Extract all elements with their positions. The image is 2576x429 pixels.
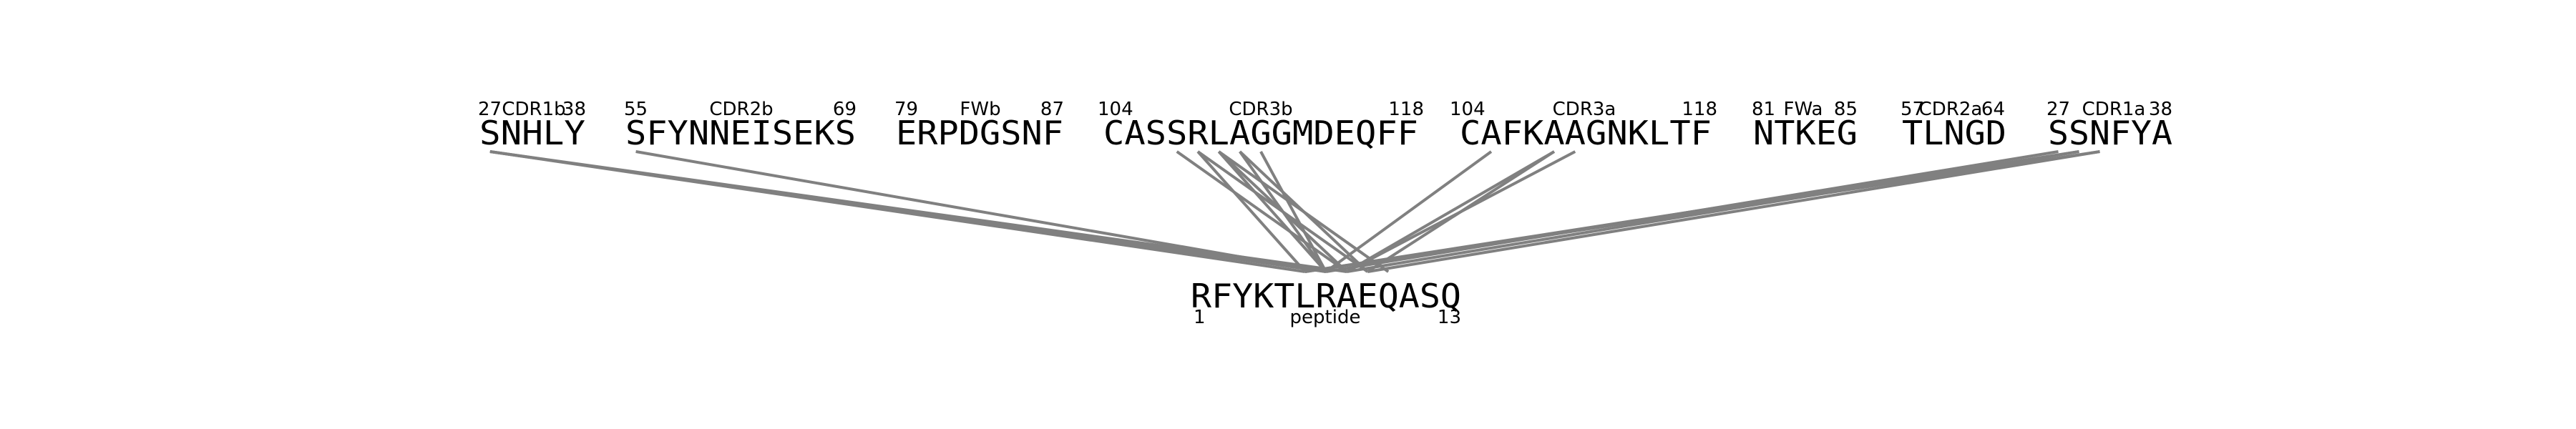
- segment-sequence: NTKEG: [1753, 114, 1858, 152]
- segment-name-label: CDR1a: [2082, 99, 2146, 120]
- segment-name-label: FWb: [960, 99, 1000, 120]
- contact-line-cdr2b-3: [635, 150, 1327, 273]
- segment-start-label: 81: [1752, 99, 1775, 120]
- segment-start-label: 104: [1098, 99, 1133, 120]
- contact-line-cdr3b-5: [1196, 150, 1307, 273]
- contact-line-cdr1a-19: [1346, 150, 2079, 273]
- contact-line-cdr1a-21: [1367, 150, 2100, 273]
- contact-lines: [489, 150, 2100, 273]
- peptide-sequence: RFYKTLRAEQASQ: [1191, 277, 1461, 315]
- peptide-end-label: 13: [1438, 307, 1461, 328]
- contact-line-cdr1a-20: [1304, 150, 2100, 273]
- segment-cdr3a: 104 CDR3a 118 CAFKAAGNKLTF: [1450, 99, 1717, 152]
- segment-fwb: 79 FWb 87 ERPDGSNF: [894, 99, 1064, 152]
- segment-end-label: 87: [1040, 99, 1064, 120]
- contact-line-cdr3b-11: [1239, 150, 1369, 273]
- segment-name-label: CDR2b: [709, 99, 773, 120]
- segment-sequence: CASSRLAGGMDEQFF: [1103, 114, 1418, 152]
- segment-start-label: 57: [1901, 99, 1924, 120]
- segment-sequence: SFYNNEISEKS: [625, 114, 856, 152]
- segment-end-label: 85: [1834, 99, 1858, 120]
- contact-line-cdr3a-16: [1346, 150, 1576, 273]
- segment-name-label: CDR3a: [1553, 99, 1616, 120]
- segment-cdr1a: 27 CDR1a 38 SSNFYA: [2046, 99, 2172, 152]
- segment-start-label: 27: [478, 99, 502, 120]
- segment-name-label: CDR3b: [1229, 99, 1292, 120]
- segment-end-label: 38: [2149, 99, 2172, 120]
- segment-start-label: 104: [1450, 99, 1485, 120]
- segment-cdr3b: 104 CDR3b 118 CASSRLAGGMDEQFF: [1098, 99, 1424, 152]
- segment-end-label: 69: [833, 99, 857, 120]
- segment-name-label: FWa: [1784, 99, 1823, 120]
- contact-line-cdr3b-7: [1217, 150, 1327, 273]
- segment-start-label: 27: [2046, 99, 2070, 120]
- segment-end-label: 118: [1682, 99, 1717, 120]
- contact-line-cdr3b-4: [1176, 150, 1348, 273]
- contact-line-cdr3a-13: [1324, 150, 1493, 273]
- segment-fwa: 81 FWa 85 NTKEG: [1752, 99, 1858, 152]
- peptide-name-label: peptide: [1290, 307, 1361, 328]
- contact-line-cdr3b-12: [1259, 151, 1327, 272]
- contact-line-cdr3b-10: [1239, 150, 1327, 273]
- segment-sequence: ERPDGSNF: [896, 114, 1063, 152]
- segment-cdr1b: 27 CDR1b 38 SNHLY: [478, 99, 586, 152]
- segment-name-label: CDR1b: [502, 99, 565, 120]
- segment-end-label: 118: [1388, 99, 1424, 120]
- segment-start-label: 79: [894, 99, 918, 120]
- segment-sequence: SNHLY: [479, 114, 585, 152]
- segment-end-label: 38: [562, 99, 586, 120]
- segment-cdr2a: 57 CDR2a 64 TLNGD: [1901, 99, 2006, 152]
- peptide: RFYKTLRAEQASQ 1 peptide 13: [1191, 277, 1461, 328]
- segment-sequence: SSNFYA: [2048, 114, 2172, 152]
- segment-end-label: 64: [1981, 99, 2005, 120]
- segment-sequence: TLNGD: [1902, 114, 2006, 152]
- peptide-start-label: 1: [1194, 307, 1206, 328]
- segment-cdr2b: 55 CDR2b 69 SFYNNEISEKS: [624, 99, 857, 152]
- contact-line-cdr3a-14: [1346, 150, 1556, 273]
- segment-start-label: 55: [624, 99, 648, 120]
- segment-name-label: CDR2a: [1919, 99, 1983, 120]
- segment-sequence: CAFKAAGNKLTF: [1460, 114, 1712, 152]
